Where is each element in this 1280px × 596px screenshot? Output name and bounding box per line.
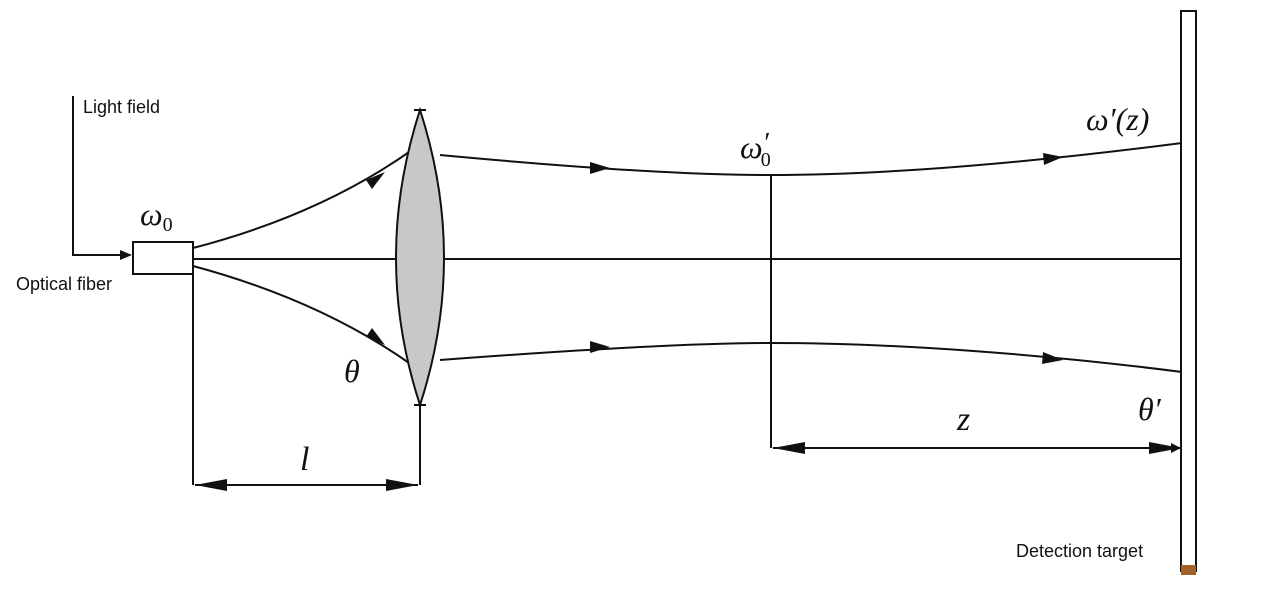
light-field-line bbox=[72, 96, 130, 256]
optical-fiber-label: Optical fiber bbox=[16, 274, 112, 294]
detection-target bbox=[1180, 10, 1197, 572]
theta-prime-symbol: θ′ bbox=[1138, 391, 1162, 427]
light-field-label: Light field bbox=[83, 97, 160, 117]
detection-target-label: Detection target bbox=[1016, 541, 1143, 561]
z-dimension-arrow-right bbox=[1149, 442, 1181, 454]
optical-fiber-box bbox=[132, 241, 194, 275]
z-dimension-arrow-left bbox=[773, 442, 805, 454]
omega0-symbol: ω0 bbox=[140, 196, 173, 236]
lower-diverging-ray bbox=[192, 265, 413, 366]
lower-output-arrow-1 bbox=[590, 341, 610, 353]
z-symbol: z bbox=[956, 401, 970, 438]
upper-output-ray bbox=[439, 142, 1183, 177]
l-dimension-arrow-right bbox=[386, 479, 418, 491]
upper-output-arrow-1 bbox=[590, 162, 610, 174]
lower-diverging-arrow bbox=[366, 328, 385, 345]
omega-prime-z-symbol: ω′(z) bbox=[1086, 101, 1149, 137]
l-dimension-arrow-left bbox=[195, 479, 227, 491]
lower-output-ray bbox=[439, 341, 1183, 373]
upper-diverging-ray bbox=[192, 149, 413, 249]
light-field-arrow bbox=[120, 250, 132, 260]
lens bbox=[395, 106, 445, 409]
theta-symbol: θ bbox=[344, 353, 360, 389]
lower-output-arrow-2 bbox=[1042, 352, 1063, 364]
l-symbol: l bbox=[300, 441, 309, 478]
upper-diverging-arrow bbox=[366, 172, 385, 189]
upper-output-arrow-2 bbox=[1043, 153, 1063, 165]
detection-target-tip bbox=[1181, 565, 1196, 575]
omega0-prime-symbol: ω′0 bbox=[740, 128, 771, 171]
